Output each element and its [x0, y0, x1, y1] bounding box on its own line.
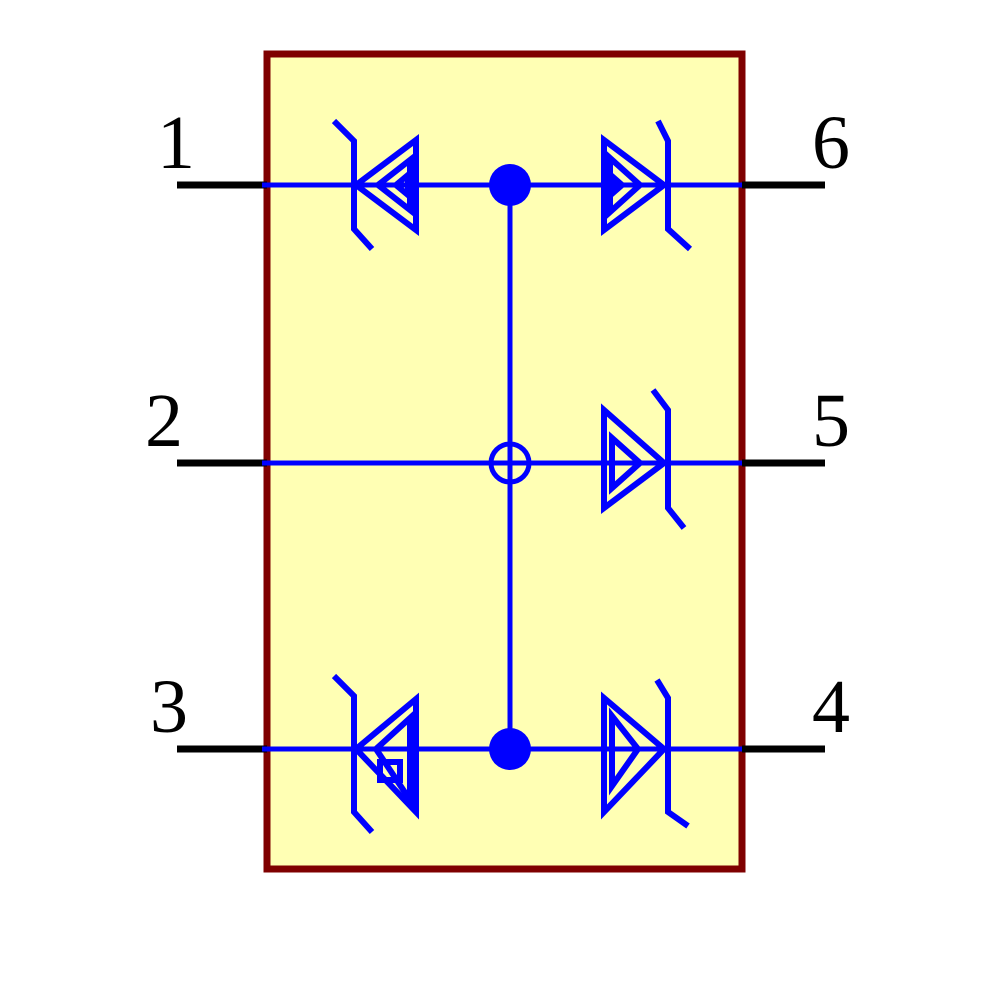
crossover-marker	[488, 441, 532, 485]
junction-dot-top	[489, 164, 531, 206]
pin-3-label: 3	[150, 665, 188, 749]
diode-pin-5	[601, 388, 687, 530]
pin-5-label: 5	[812, 379, 850, 463]
diode-pin-1	[331, 118, 419, 252]
diode-pin-4	[601, 678, 690, 829]
pin-6-label: 6	[812, 101, 850, 185]
diode-pin-3	[331, 673, 419, 835]
pin-2-label: 2	[145, 379, 183, 463]
diode-pin-6	[601, 119, 693, 252]
pin-1-label: 1	[157, 101, 195, 185]
pin-4-label: 4	[812, 665, 850, 749]
junction-dot-bottom	[489, 728, 531, 770]
